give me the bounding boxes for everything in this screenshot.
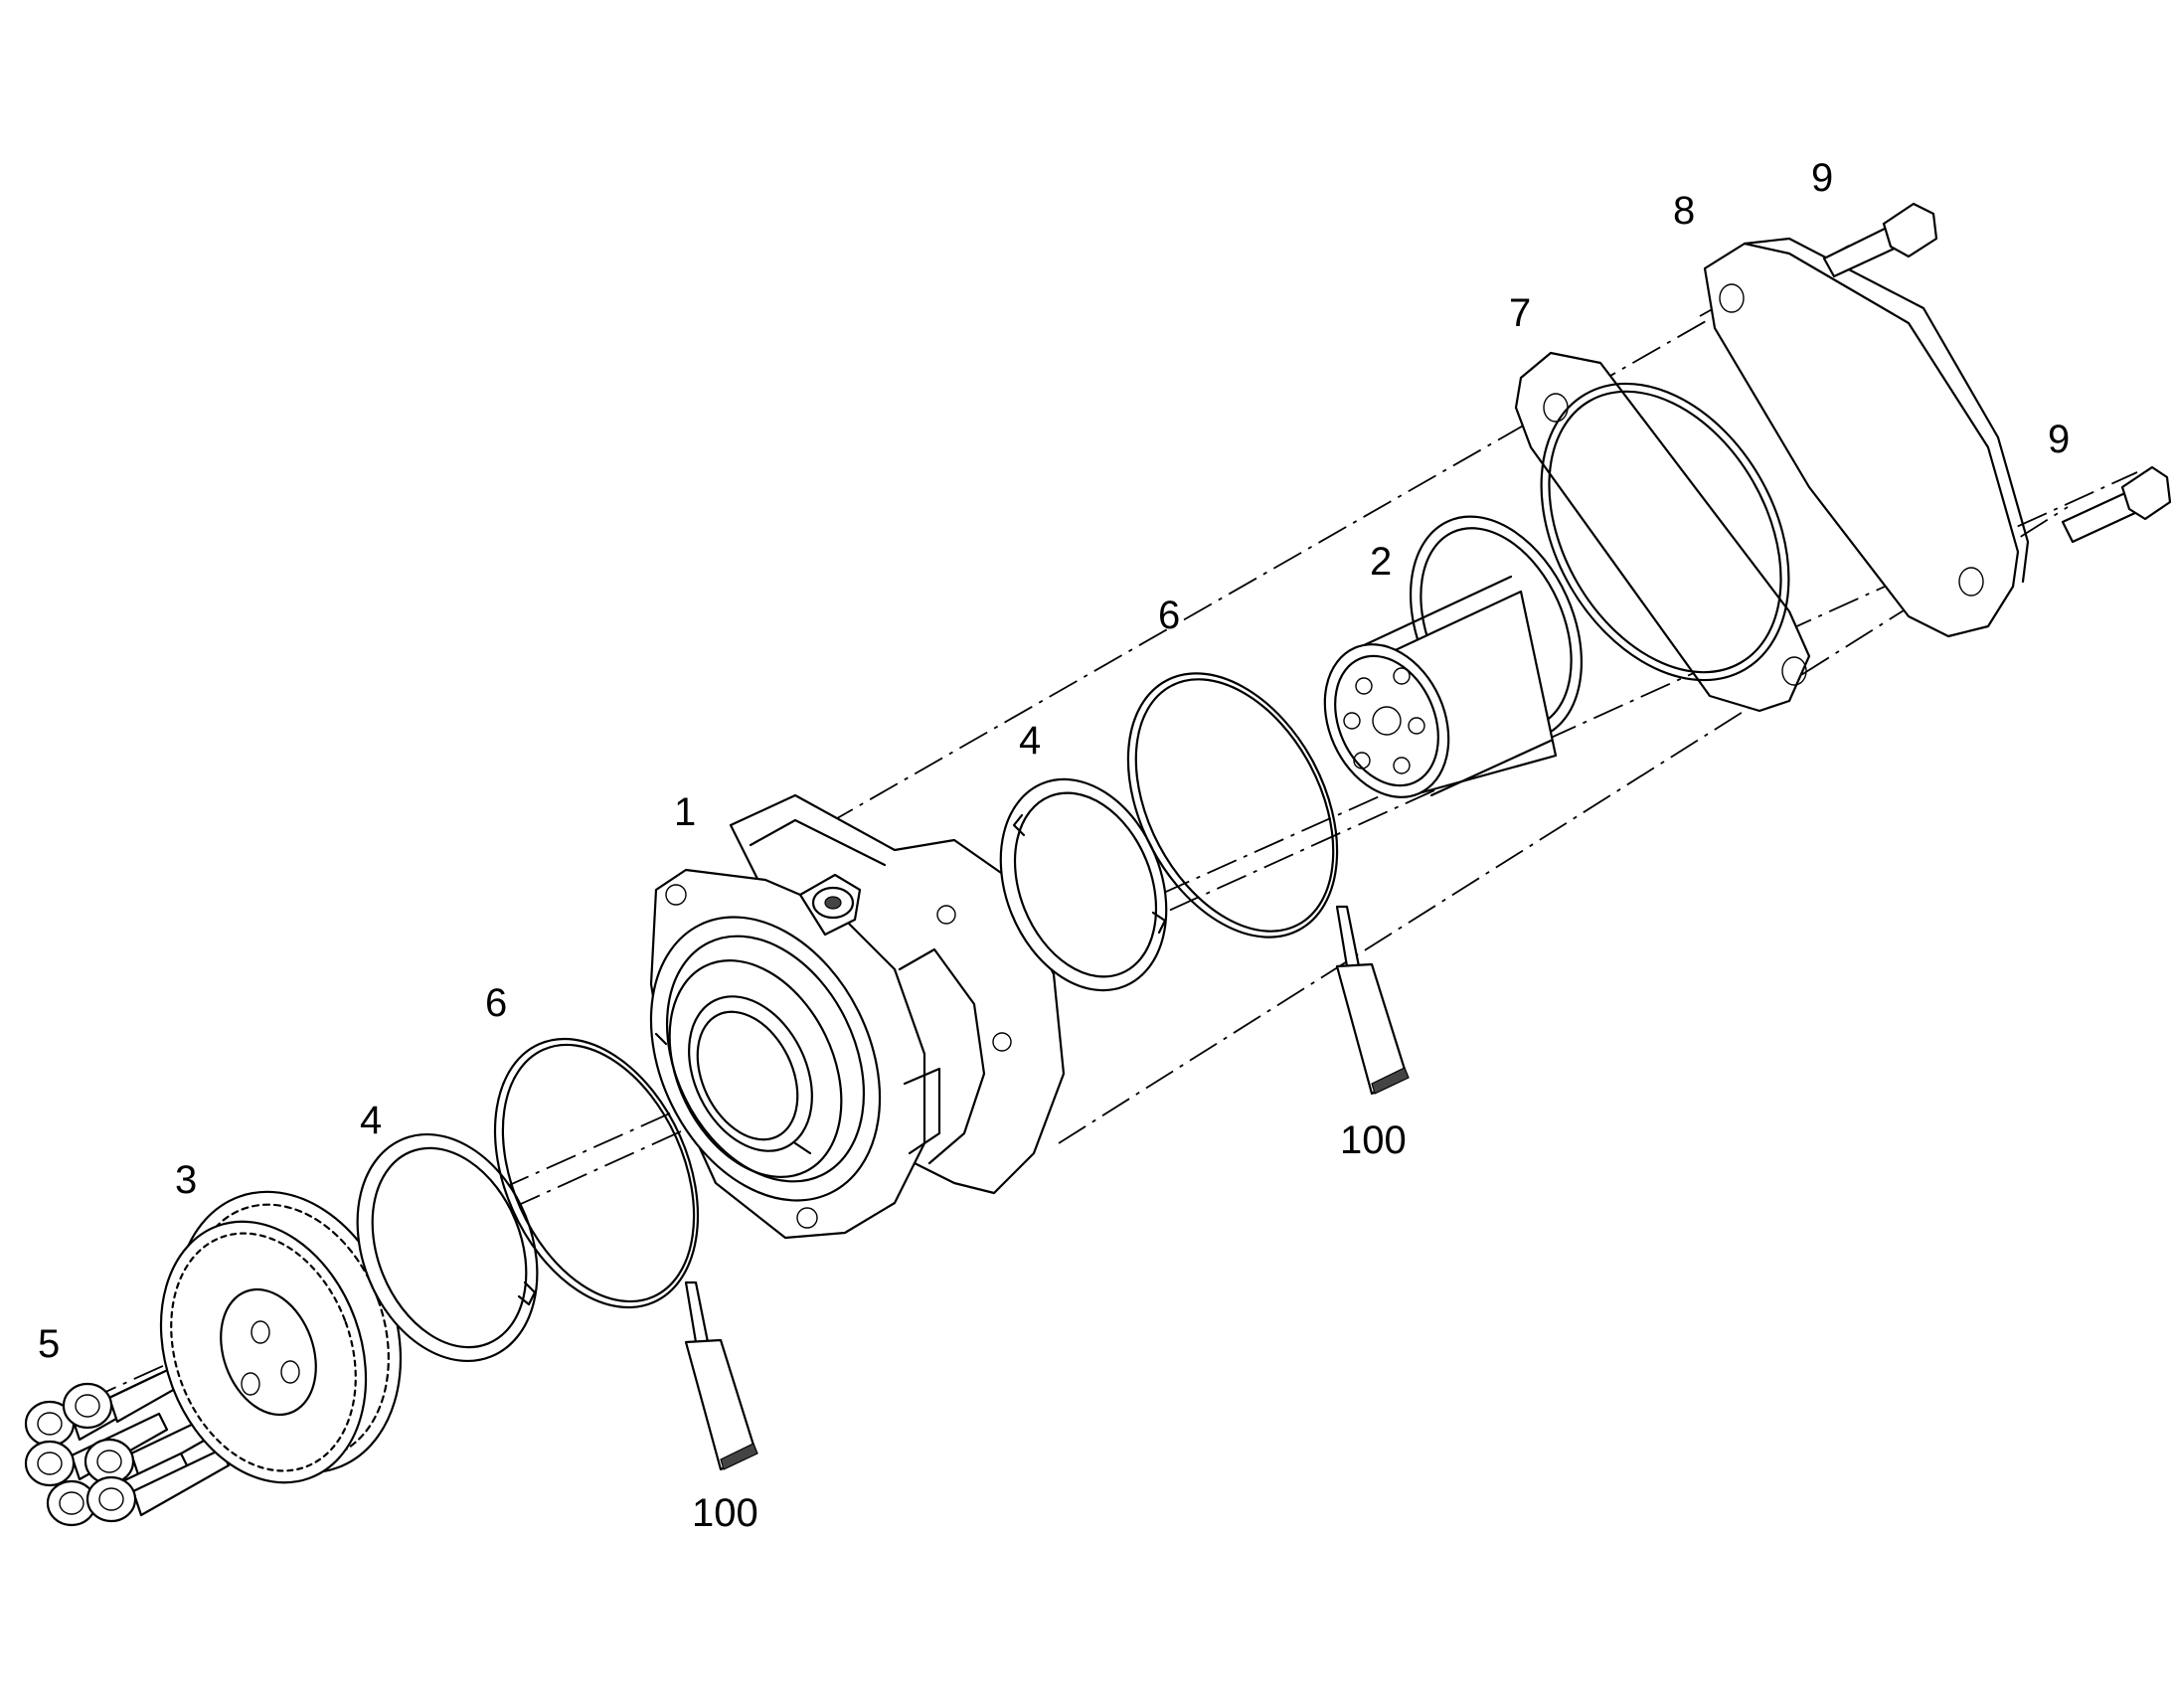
label-part-100-left: 100 (692, 1491, 758, 1535)
label-part-100-right: 100 (1340, 1118, 1407, 1162)
label-part-4-left: 4 (360, 1099, 382, 1142)
flange-bolt-top (1822, 202, 1938, 278)
label-part-9-bottom: 9 (2048, 418, 2070, 461)
label-part-5: 5 (38, 1322, 60, 1366)
sealant-tube-left (684, 1281, 758, 1471)
o-ring-left (493, 1037, 700, 1309)
label-part-2: 2 (1370, 540, 1392, 584)
gasket (1514, 351, 1811, 713)
callout-labels: 1 2 3 4 4 5 6 6 7 8 9 9 100 100 (38, 156, 2070, 1535)
gear (159, 1190, 403, 1484)
label-part-8: 8 (1673, 189, 1695, 233)
label-part-4-right: 4 (1019, 719, 1041, 763)
retaining-ring-left (356, 1132, 539, 1363)
label-part-6-right: 6 (1158, 594, 1180, 637)
label-part-7: 7 (1509, 291, 1531, 335)
cover-plate (1703, 237, 2030, 638)
pump-housing (649, 793, 1066, 1240)
label-part-9-top: 9 (1811, 156, 1833, 200)
label-part-3: 3 (175, 1158, 197, 1202)
label-part-6-left: 6 (485, 981, 507, 1025)
rotor-cartridge (1323, 515, 1584, 798)
label-part-1: 1 (674, 790, 696, 834)
flange-bolt-bottom (2061, 465, 2172, 544)
sealant-tube-right (1335, 905, 1410, 1096)
o-ring-right (1126, 672, 1339, 939)
